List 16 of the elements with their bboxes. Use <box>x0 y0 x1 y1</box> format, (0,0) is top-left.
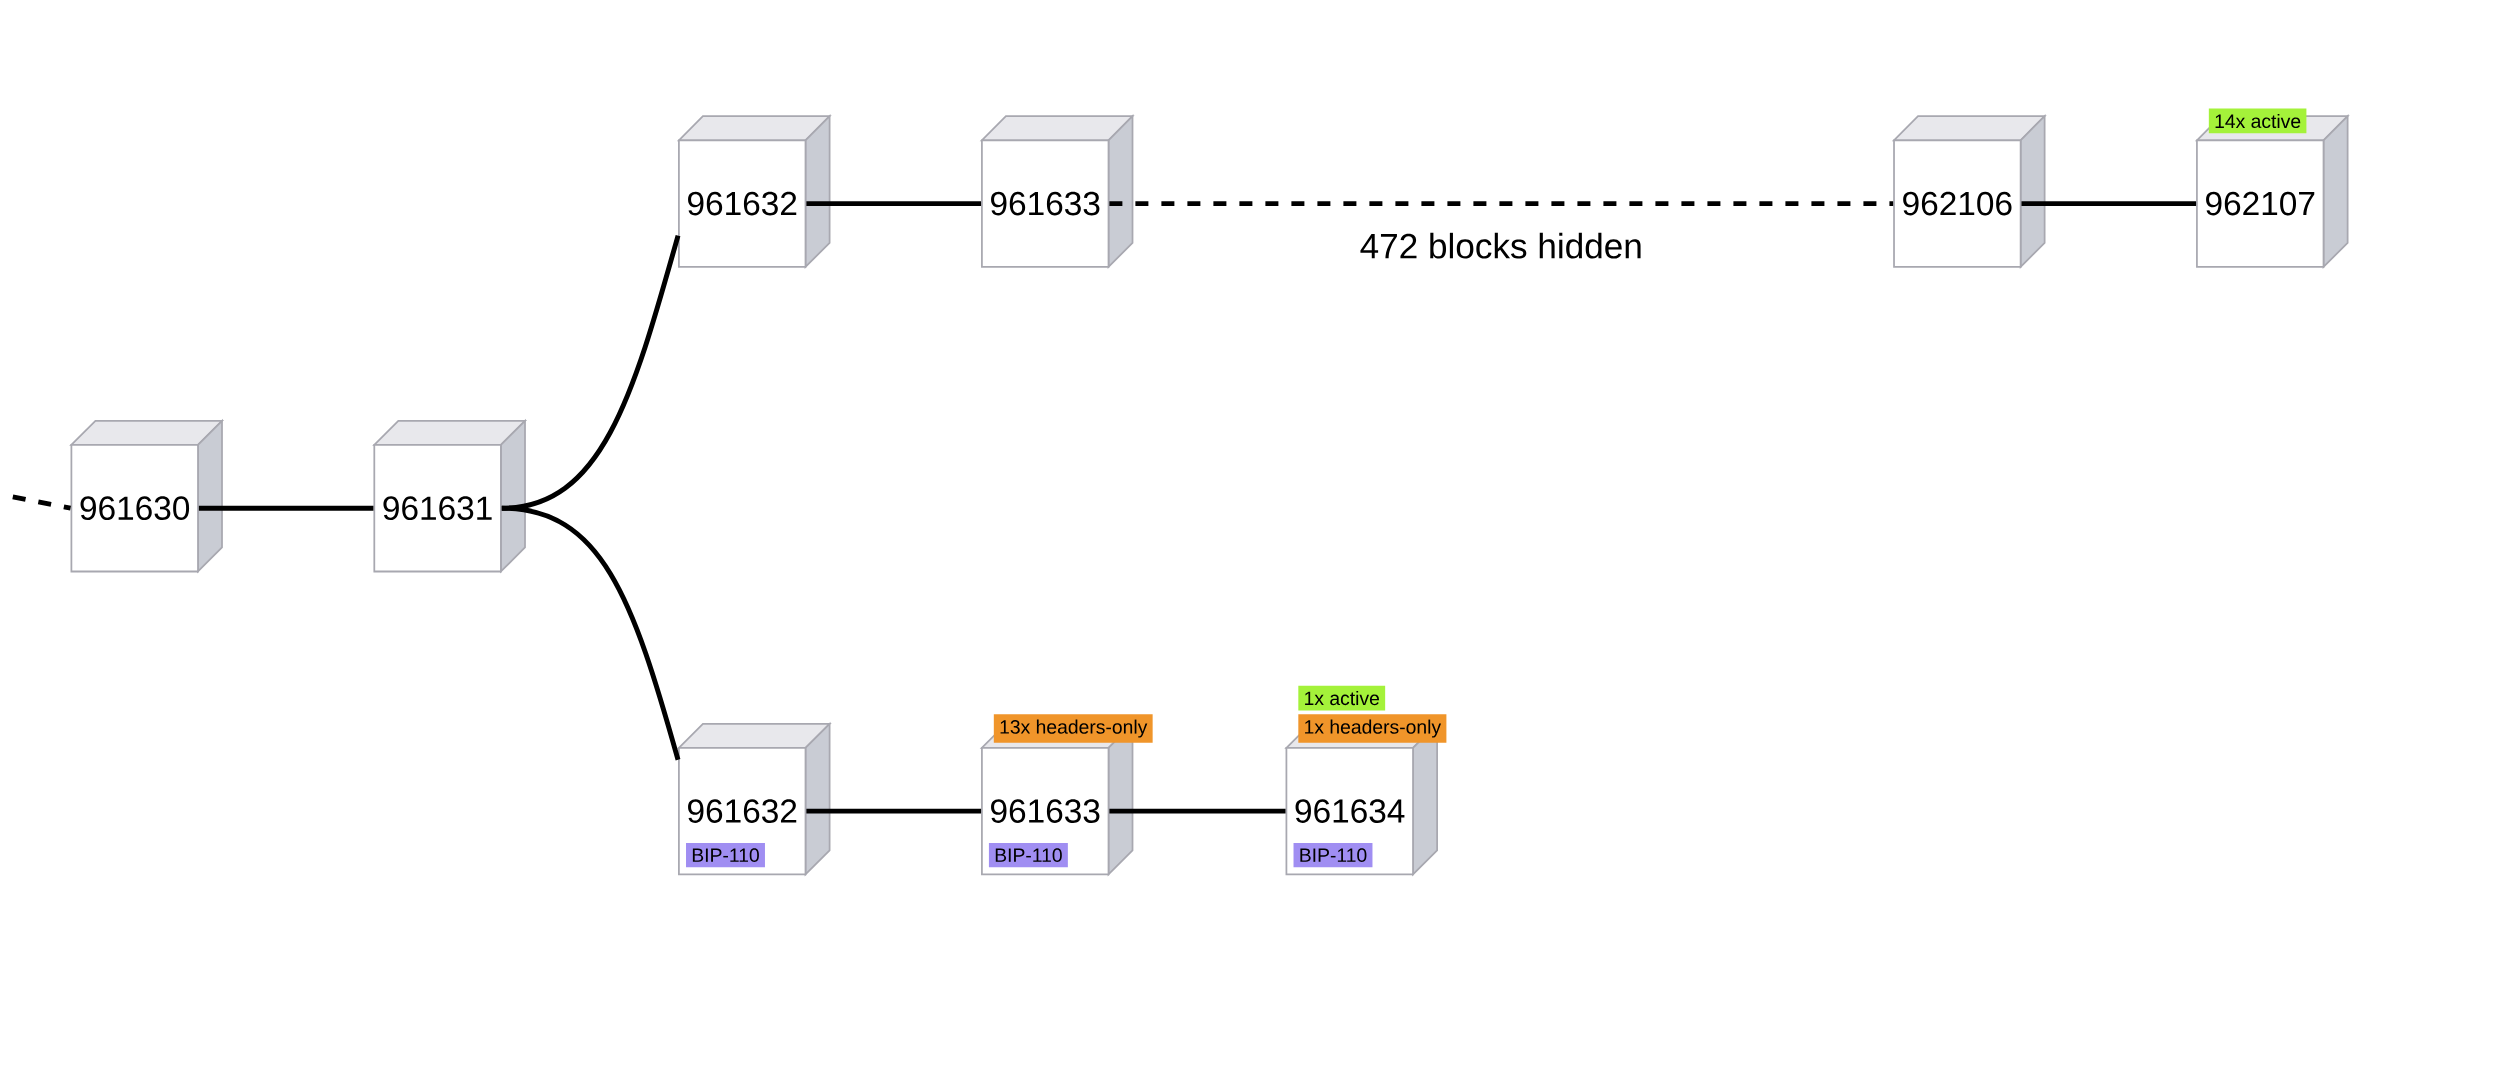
tag: BIP-110 <box>1293 843 1373 868</box>
status-badge: 14x active <box>2208 108 2307 134</box>
connector-line <box>501 505 681 761</box>
status-badge: 13x headers-only <box>993 714 1153 743</box>
connector-line <box>806 201 982 207</box>
dashed-line <box>12 494 71 511</box>
tag: BIP-110 <box>686 843 765 868</box>
status-badge: 1x headers-only <box>1298 714 1447 743</box>
tag: BIP-110 <box>988 843 1068 868</box>
dashed-line <box>1109 201 1894 207</box>
connector-line <box>2021 201 2197 207</box>
connector-line <box>1109 808 1286 814</box>
connector-line <box>806 808 982 814</box>
status-badge: 1x active <box>1298 685 1386 711</box>
edge-label: 472 blocks hidden <box>1356 229 1647 263</box>
connector-line <box>198 505 374 511</box>
